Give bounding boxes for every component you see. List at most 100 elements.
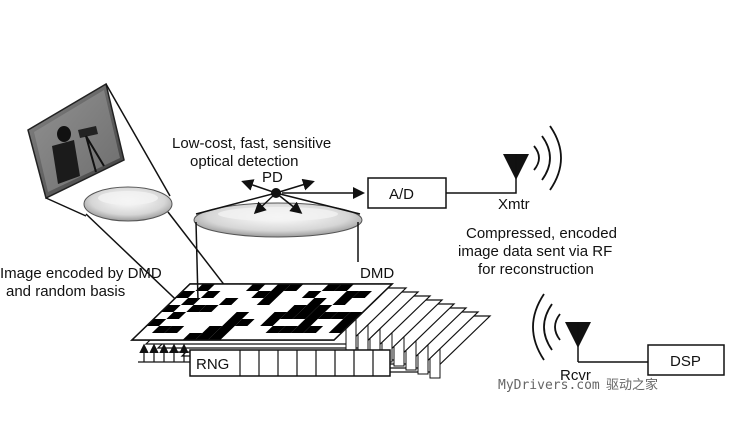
dmd-pixel bbox=[274, 305, 295, 312]
dmd-pixel bbox=[247, 319, 268, 326]
dmd-pixel bbox=[209, 319, 230, 326]
dmd-pixel bbox=[197, 319, 217, 326]
dmd-pixel bbox=[189, 326, 210, 333]
dmd-pixel bbox=[323, 319, 344, 326]
dmd-pixel bbox=[303, 326, 324, 333]
dmd-pixel bbox=[269, 298, 290, 305]
dmd-pixel bbox=[270, 333, 291, 340]
dmd-pixel bbox=[231, 298, 252, 305]
dmd-mirror-array bbox=[130, 283, 394, 341]
dmd-pixel bbox=[234, 319, 255, 326]
dmd-pixel bbox=[200, 291, 221, 298]
dmd-pixel bbox=[271, 284, 291, 291]
dmd-pixel bbox=[245, 333, 266, 340]
dmd-pixel bbox=[339, 291, 360, 298]
dmd-pixel-pattern bbox=[132, 284, 392, 340]
dmd-pixel bbox=[144, 333, 165, 340]
dsp-unit: DSP bbox=[647, 344, 725, 376]
dmd-pixel bbox=[301, 291, 322, 298]
dmd-pixel bbox=[328, 326, 349, 333]
dsp-label: DSP bbox=[670, 353, 701, 370]
compressed-data-line1: Compressed, encoded bbox=[466, 225, 617, 242]
dmd-pixel bbox=[283, 333, 304, 340]
dmd-pixel bbox=[184, 319, 205, 326]
dmd-pixel bbox=[157, 333, 178, 340]
dmd-pixel bbox=[260, 319, 280, 326]
dmd-pixel bbox=[191, 312, 212, 319]
dmd-pixel bbox=[211, 305, 232, 312]
dmd-pixel bbox=[290, 326, 311, 333]
dmd-pixel bbox=[229, 312, 250, 319]
dmd-pixel bbox=[281, 298, 302, 305]
dmd-pixel bbox=[240, 326, 261, 333]
dmd-pixel bbox=[254, 312, 275, 319]
dmd-pixel bbox=[334, 284, 355, 291]
image-encoded-line2: and random basis bbox=[6, 283, 125, 300]
rcvr-label: Rcvr bbox=[560, 367, 591, 384]
dmd-pixel bbox=[245, 284, 266, 291]
condenser-lens bbox=[193, 202, 363, 238]
dmd-pixel bbox=[169, 333, 190, 340]
dmd-pixel bbox=[262, 305, 282, 312]
dmd-pixel bbox=[236, 305, 257, 312]
dmd-pixel bbox=[207, 333, 228, 340]
dmd-pixel bbox=[233, 333, 253, 340]
dmd-pixel bbox=[198, 305, 219, 312]
dmd-pixel bbox=[249, 305, 270, 312]
imaging-lens bbox=[83, 186, 173, 222]
dmd-pixel bbox=[319, 298, 340, 305]
xmtr-label: Xmtr bbox=[498, 196, 530, 213]
dmd-pixel bbox=[244, 298, 264, 305]
dmd-pixel bbox=[242, 312, 262, 319]
compressed-data-line3: for reconstruction bbox=[478, 261, 594, 278]
dmd-pixel bbox=[346, 284, 367, 291]
dmd-pixel bbox=[332, 298, 353, 305]
dmd-pixel bbox=[317, 312, 338, 319]
source-photograph bbox=[27, 82, 125, 200]
compressed-data-line2: image data sent via RF bbox=[458, 243, 612, 260]
optical-detection-line1: Low-cost, fast, sensitive bbox=[172, 135, 331, 152]
dmd-pixel bbox=[195, 284, 216, 291]
dmd-pixel bbox=[175, 291, 196, 298]
dmd-pixel bbox=[289, 291, 309, 298]
dmd-pixel bbox=[364, 291, 385, 298]
dmd-pixel bbox=[294, 298, 315, 305]
dmd-pixel bbox=[321, 333, 342, 340]
dmd-pixel bbox=[193, 298, 214, 305]
dmd-pixel bbox=[276, 291, 297, 298]
dmd-pixel bbox=[179, 312, 199, 319]
dmd-pixel bbox=[182, 333, 203, 340]
dmd-pixel bbox=[299, 305, 320, 312]
dmd-pixel bbox=[233, 284, 254, 291]
dmd-pixel bbox=[166, 312, 187, 319]
optical-detection-line2: optical detection bbox=[190, 153, 298, 170]
dmd-pixel bbox=[283, 284, 304, 291]
dmd-pixel bbox=[285, 319, 306, 326]
dmd-pixel bbox=[220, 284, 241, 291]
dmd-pixel bbox=[215, 326, 235, 333]
watermark-cn: 驱动之家 bbox=[606, 377, 658, 392]
dmd-pixel bbox=[330, 312, 351, 319]
dmd-pixel bbox=[307, 298, 327, 305]
rng-arrows bbox=[138, 343, 190, 363]
dmd-pixel bbox=[146, 319, 167, 326]
dmd-pixel bbox=[132, 333, 152, 340]
rng-label: RNG bbox=[196, 356, 229, 373]
ad-to-xmtr-line bbox=[446, 180, 517, 194]
dmd-pixel bbox=[258, 284, 279, 291]
ad-converter: A/D bbox=[367, 177, 447, 209]
receiver-antenna: Rcvr bbox=[532, 293, 591, 384]
dmd-pixel bbox=[222, 319, 243, 326]
ad-label: A/D bbox=[389, 186, 414, 203]
dmd-pixel bbox=[238, 291, 259, 298]
dmd-pixel bbox=[305, 312, 326, 319]
dmd-pixel bbox=[327, 291, 347, 298]
dmd-pixel bbox=[206, 298, 226, 305]
dmd-pixel bbox=[218, 298, 239, 305]
dmd-pixel bbox=[321, 284, 342, 291]
dmd-pixel bbox=[204, 312, 225, 319]
dmd-pixel bbox=[265, 326, 286, 333]
dmd-label: DMD bbox=[360, 265, 394, 282]
transmitter-antenna: Xmtr bbox=[498, 125, 562, 213]
